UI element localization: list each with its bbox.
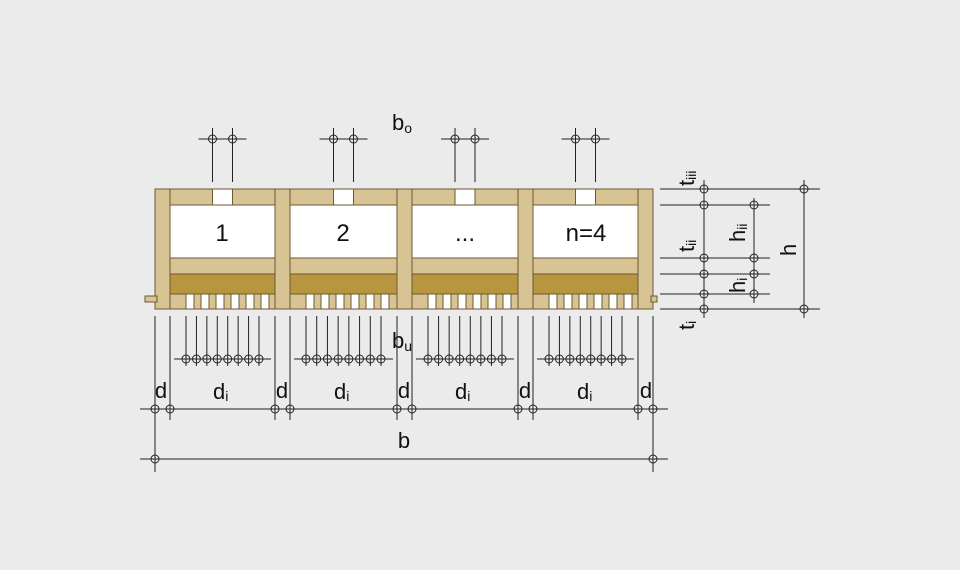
top-chord-left (289, 188, 334, 206)
inner-post-2 (396, 188, 413, 310)
label-b-top: bo (392, 110, 412, 136)
cell-void (169, 204, 276, 259)
label-di-2: di (334, 379, 349, 404)
label-di-1: di (213, 379, 228, 404)
label-d-3: d (398, 378, 410, 403)
middle-layer (289, 257, 398, 275)
top-chord-left (169, 188, 213, 206)
cell-4 (532, 188, 639, 310)
top-chord-right (232, 188, 276, 206)
top-gap (212, 188, 233, 206)
slot (578, 293, 588, 310)
slot (427, 293, 437, 310)
labels: 1 2 ... n=4 bo bu d d d d d di di di di … (155, 110, 801, 453)
cell-label-1: 1 (215, 220, 228, 247)
slot (472, 293, 482, 310)
dimension-lines (140, 128, 820, 472)
cell-1 (169, 188, 276, 310)
label-t-iii: tiii (674, 171, 699, 186)
label-h-total: h (776, 244, 801, 256)
slot (548, 293, 558, 310)
top-gap (575, 188, 596, 206)
slot (502, 293, 512, 310)
label-d-5: d (640, 378, 652, 403)
label-di-3: di (455, 379, 470, 404)
outer-post-left (154, 188, 171, 310)
slot (200, 293, 210, 310)
label-t-ii: tii (674, 240, 699, 252)
slot (230, 293, 240, 310)
slot (457, 293, 467, 310)
top-gap (454, 188, 476, 206)
middle-layer (532, 257, 639, 275)
cell-label-4: n=4 (566, 220, 607, 247)
label-d-2: d (276, 378, 288, 403)
slot (215, 293, 225, 310)
label-di-4: di (577, 379, 592, 404)
slot (260, 293, 270, 310)
slot (335, 293, 345, 310)
label-d-4: d (519, 378, 531, 403)
dark-layer (532, 273, 639, 295)
cell-label-3: ... (455, 220, 475, 247)
slot (442, 293, 452, 310)
slot (365, 293, 375, 310)
top-gap (333, 188, 354, 206)
slot (380, 293, 390, 310)
top-chord-right (595, 188, 639, 206)
label-d-1: d (155, 378, 167, 403)
label-h-ii: hii (725, 224, 750, 242)
slot (350, 293, 360, 310)
slot (623, 293, 633, 310)
top-chord-right (474, 188, 519, 206)
middle-layer (411, 257, 519, 275)
cell-label-2: 2 (336, 220, 349, 247)
inner-post-1 (274, 188, 291, 310)
middle-layer (169, 257, 276, 275)
tab-left (144, 295, 158, 303)
top-chord-right (353, 188, 398, 206)
slot (245, 293, 255, 310)
cell-void (289, 204, 398, 259)
label-b-bottom: bu (392, 328, 412, 354)
slot (185, 293, 195, 310)
slot (305, 293, 315, 310)
label-t-i: ti (674, 321, 699, 330)
structure (144, 188, 658, 310)
slot (563, 293, 573, 310)
label-b-total: b (398, 428, 410, 453)
tab-right (650, 295, 658, 303)
slot (593, 293, 603, 310)
slot (487, 293, 497, 310)
cell-2 (289, 188, 398, 310)
slot (608, 293, 618, 310)
dark-layer (169, 273, 276, 295)
dark-layer (289, 273, 398, 295)
label-h-i: hi (725, 278, 750, 293)
outer-post-right (637, 188, 654, 310)
dark-layer (411, 273, 519, 295)
inner-post-3 (517, 188, 534, 310)
top-chord-left (532, 188, 576, 206)
cell-3 (411, 188, 519, 310)
slot (320, 293, 330, 310)
top-chord-left (411, 188, 456, 206)
cell-void (411, 204, 519, 259)
